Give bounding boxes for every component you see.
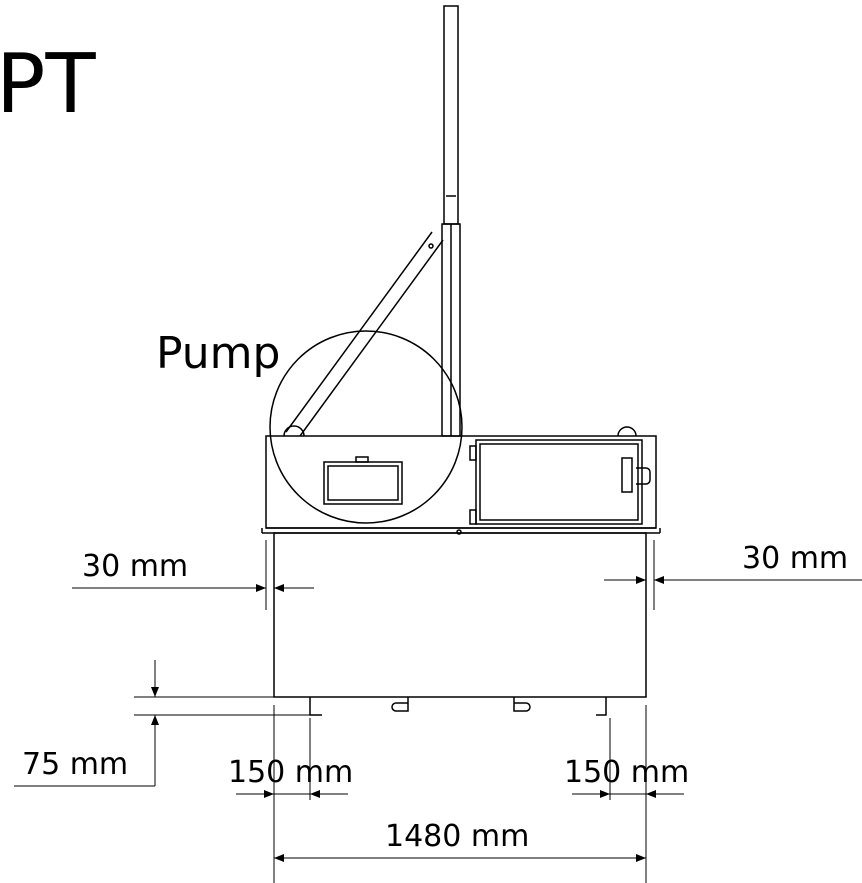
dimension-right-foot: 150 mm: [564, 755, 689, 798]
dimension-right-clearance: 30 mm: [604, 541, 862, 584]
tank-body: [273, 532, 647, 698]
control-cabinet: [469, 439, 651, 525]
dimension-foot-height-label: 75 mm: [22, 747, 128, 782]
dimension-right-foot-label: 150 mm: [564, 755, 689, 790]
diagonal-brace: [283, 231, 444, 437]
dimension-overall-width: 1480 mm: [274, 819, 646, 862]
pump-label: Pump: [156, 328, 280, 379]
feet: [309, 697, 607, 716]
dimension-right-clearance-label: 30 mm: [742, 541, 848, 576]
pump-callout: Pump: [156, 328, 463, 524]
dimension-left-foot-label: 150 mm: [228, 755, 353, 790]
dimension-foot-height: 75 mm: [14, 660, 159, 787]
page-title: PT: [0, 37, 96, 132]
dimension-left-clearance: 30 mm: [72, 549, 314, 592]
pump-box: [323, 456, 403, 505]
dimension-overall-width-label: 1480 mm: [385, 819, 529, 854]
dimension-left-clearance-label: 30 mm: [82, 549, 188, 584]
dimension-left-foot: 150 mm: [228, 755, 353, 798]
